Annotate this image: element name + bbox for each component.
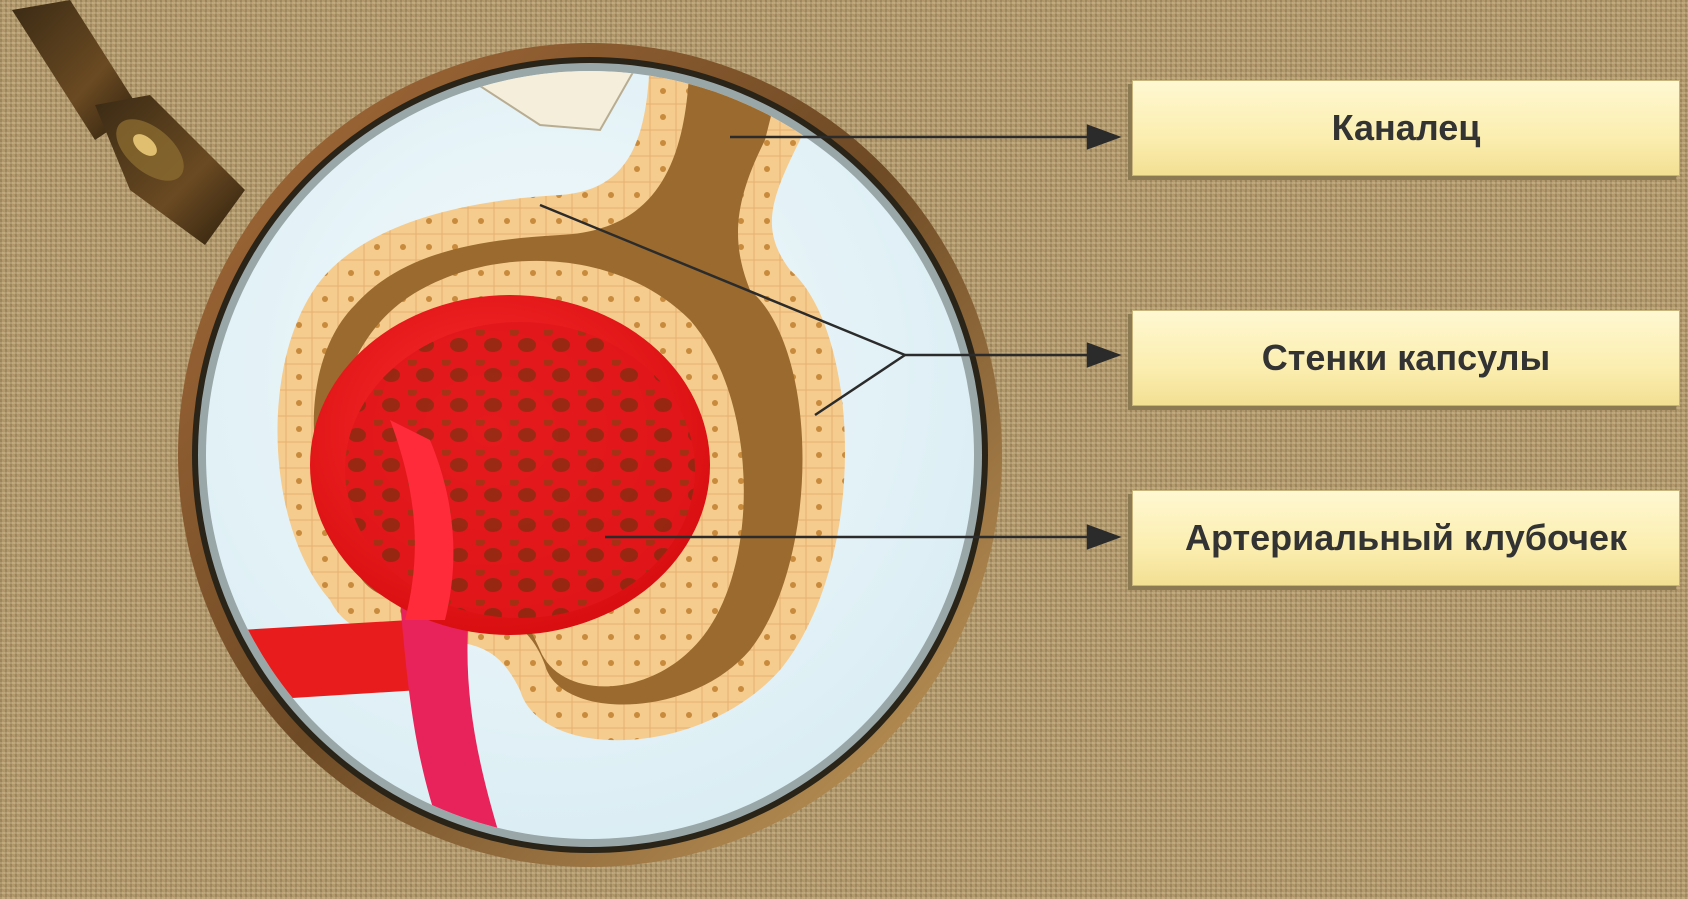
magnifier-handle — [12, 0, 245, 245]
label-capsule-walls: Стенки капсулы — [1132, 310, 1680, 406]
label-tubule-text: Каналец — [1332, 107, 1481, 149]
label-glomerulus: Артериальный клубочек — [1132, 490, 1680, 586]
label-capsule-walls-text: Стенки капсулы — [1262, 337, 1551, 379]
label-glomerulus-text: Артериальный клубочек — [1185, 517, 1627, 559]
label-tubule: Каналец — [1132, 80, 1680, 176]
